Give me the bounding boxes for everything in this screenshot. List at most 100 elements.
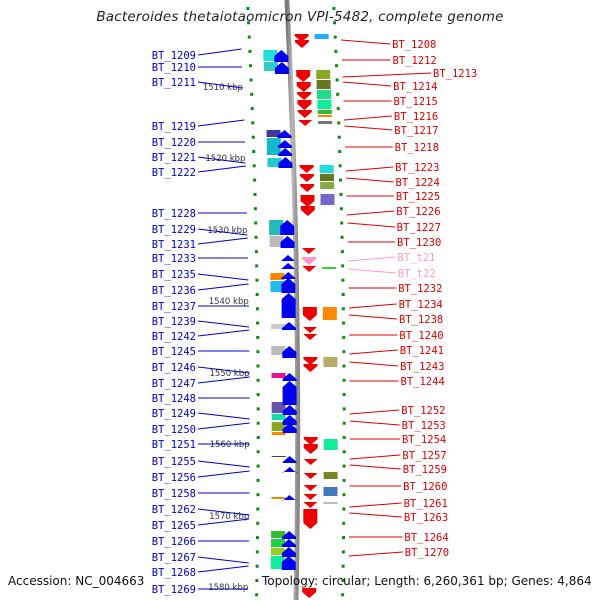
left-gene-label[interactable]: BT_1250 [152, 424, 196, 436]
minor-tick [255, 579, 259, 582]
right-gene-label[interactable]: BT_1264 [404, 532, 448, 544]
right-gene-label[interactable]: BT_1238 [399, 314, 443, 326]
left-gene-label[interactable]: BT_1222 [152, 167, 196, 179]
right-gene-label[interactable]: BT_1212 [393, 55, 437, 67]
right-gene-label[interactable]: BT_t21 [397, 252, 435, 264]
left-gene-label[interactable]: BT_1239 [152, 316, 196, 328]
right-gene-label[interactable]: BT_1261 [404, 498, 448, 510]
feature-block [317, 110, 332, 114]
minor-tick [250, 107, 254, 111]
feature-block [271, 373, 286, 378]
right-gene-label[interactable]: BT_1224 [396, 177, 440, 189]
left-gene-label[interactable]: BT_1255 [152, 456, 196, 468]
left-gene-label[interactable]: BT_1242 [152, 331, 196, 343]
minor-tick [252, 164, 256, 168]
minor-tick [342, 450, 346, 454]
right-gene-label[interactable]: BT_1234 [399, 299, 443, 311]
minor-tick [255, 550, 259, 554]
left-label-leader [197, 228, 248, 236]
right-gene-label[interactable]: BT_1263 [404, 512, 448, 524]
minor-tick [256, 493, 260, 497]
minor-tick [253, 192, 257, 196]
left-gene-label[interactable]: BT_1233 [152, 253, 196, 265]
left-gene-label[interactable]: BT_1236 [152, 285, 196, 297]
left-gene-label[interactable]: BT_1248 [152, 393, 196, 405]
reverse-gene-arrow [300, 206, 315, 216]
left-gene-label[interactable]: BT_1266 [152, 536, 196, 548]
left-gene-label[interactable]: BT_1249 [152, 408, 196, 420]
minor-tick [335, 78, 339, 82]
right-gene-label[interactable]: BT_1241 [400, 345, 444, 357]
left-gene-label[interactable]: BT_1267 [152, 552, 196, 564]
feature-block [266, 130, 281, 137]
left-gene-label[interactable]: BT_1220 [152, 137, 196, 149]
minor-tick [341, 579, 345, 582]
right-gene-label[interactable]: BT_1218 [395, 142, 439, 154]
left-gene-label[interactable]: BT_1229 [152, 224, 196, 236]
right-gene-label[interactable]: BT_1270 [405, 547, 449, 559]
right-gene-label[interactable]: BT_1216 [394, 111, 438, 123]
scale-label: 1540 kbp [209, 297, 249, 307]
right-gene-label[interactable]: BT_1213 [433, 68, 477, 80]
left-label-leader [197, 376, 250, 384]
feature-block [267, 158, 282, 167]
right-gene-label[interactable]: BT_1208 [392, 39, 436, 51]
left-gene-label[interactable]: BT_1209 [152, 50, 196, 62]
reverse-gene-arrow [296, 82, 311, 92]
feature-block [270, 548, 285, 555]
right-gene-label[interactable]: BT_1244 [401, 376, 445, 388]
left-gene-label[interactable]: BT_1221 [152, 152, 196, 164]
left-gene-label[interactable]: BT_1210 [152, 62, 196, 74]
right-gene-label[interactable]: BT_1253 [402, 420, 446, 432]
right-gene-label[interactable]: BT_1240 [399, 330, 443, 342]
left-gene-label[interactable]: BT_1268 [152, 567, 196, 579]
right-gene-label[interactable]: BT_1225 [396, 191, 440, 203]
right-gene-label[interactable]: BT_1260 [403, 481, 447, 493]
right-gene-label[interactable]: BT_1217 [394, 125, 438, 137]
left-label-leader [197, 422, 250, 430]
left-label-leader [197, 81, 243, 89]
left-gene-label[interactable]: BT_1237 [152, 301, 196, 313]
left-gene-label[interactable]: BT_1265 [152, 520, 196, 532]
minor-tick [341, 293, 345, 296]
minor-tick [334, 49, 338, 53]
right-gene-label[interactable]: BT_t22 [398, 268, 436, 280]
left-label-leader [197, 470, 250, 478]
left-gene-label[interactable]: BT_1262 [152, 504, 196, 516]
reverse-gene-arrow [301, 248, 316, 254]
genome-backbone [284, 0, 301, 600]
left-gene-label[interactable]: BT_1246 [152, 362, 196, 374]
left-gene-label[interactable]: BT_1211 [152, 77, 196, 89]
left-gene-label[interactable]: BT_1247 [152, 378, 196, 390]
feature-block [271, 432, 286, 435]
left-gene-label[interactable]: BT_1219 [152, 121, 196, 133]
left-gene-label[interactable]: BT_1235 [152, 269, 196, 281]
reverse-gene-arrow [297, 110, 312, 118]
right-gene-label[interactable]: BT_1214 [393, 81, 437, 93]
right-gene-label[interactable]: BT_1252 [401, 405, 445, 417]
left-gene-label[interactable]: BT_1269 [152, 584, 196, 596]
right-gene-label[interactable]: BT_1259 [403, 464, 447, 476]
right-gene-label[interactable]: BT_1230 [397, 237, 441, 249]
left-gene-label[interactable]: BT_1245 [152, 346, 196, 358]
minor-tick [253, 178, 257, 182]
right-gene-label[interactable]: BT_1226 [396, 206, 440, 218]
right-gene-label[interactable]: BT_1215 [394, 96, 438, 108]
feature-block [323, 502, 338, 504]
right-gene-label[interactable]: BT_1254 [402, 434, 446, 446]
left-gene-label[interactable]: BT_1258 [152, 488, 196, 500]
right-gene-label[interactable]: BT_1223 [395, 162, 439, 174]
reverse-gene-arrow [302, 307, 317, 321]
right-gene-label[interactable]: BT_1232 [398, 283, 442, 295]
left-gene-label[interactable]: BT_1231 [152, 239, 196, 251]
left-gene-label[interactable]: BT_1228 [152, 208, 196, 220]
scale-label: 1570 kbp [209, 512, 249, 522]
forward-gene-arrow [281, 263, 296, 269]
feature-block [269, 220, 284, 235]
right-gene-label[interactable]: BT_1243 [400, 361, 444, 373]
minor-tick [342, 350, 346, 354]
right-gene-label[interactable]: BT_1227 [397, 222, 441, 234]
left-gene-label[interactable]: BT_1256 [152, 472, 196, 484]
right-gene-label[interactable]: BT_1257 [402, 450, 446, 462]
left-gene-label[interactable]: BT_1251 [152, 439, 196, 451]
